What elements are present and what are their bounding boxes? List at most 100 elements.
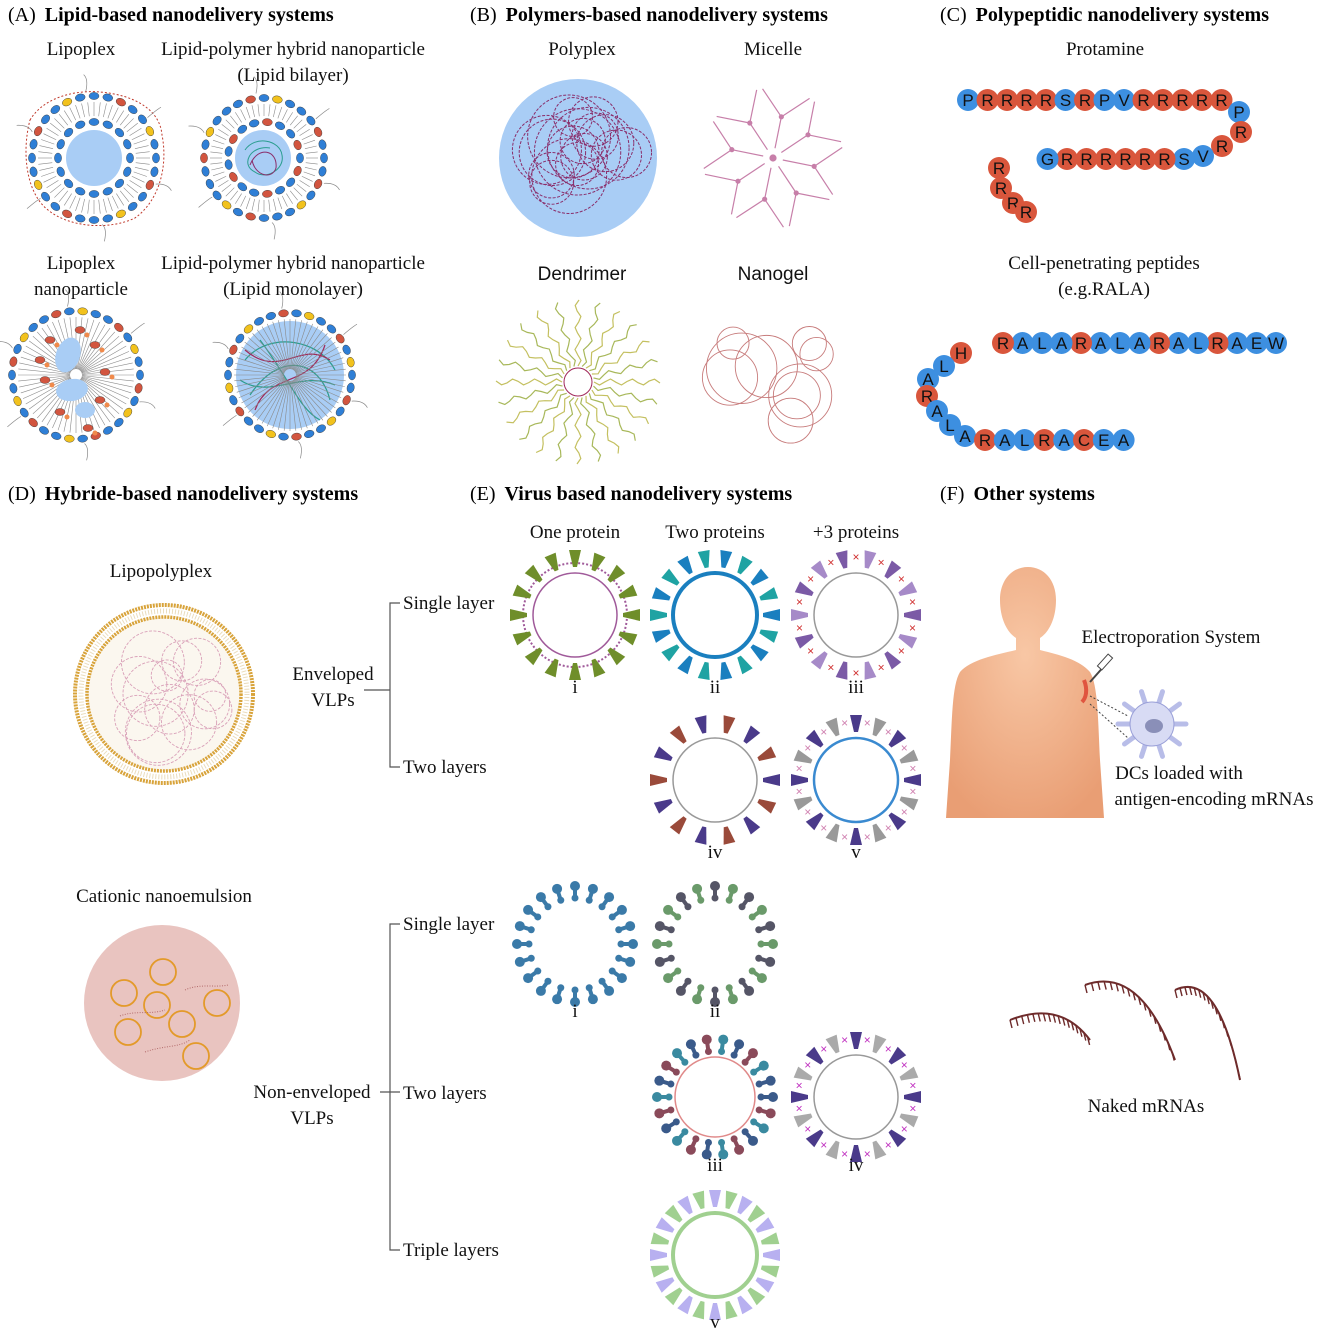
- rala-bead-5: [1167, 332, 1190, 354]
- dendrimer-arm-18: [574, 299, 582, 367]
- nanogel-coil-19: [701, 349, 759, 406]
- protamine-bead-7: [1093, 89, 1116, 111]
- cpp-label-line2: (e.g.RALA): [1058, 279, 1150, 300]
- protamine-bead-10: [1152, 89, 1174, 111]
- micelle-branch-2-0: [764, 198, 784, 228]
- nanogel-coil-10: [767, 397, 814, 444]
- panel-d-title: Hybride-based nanodelivery systems: [45, 483, 359, 505]
- svg-text:×: ×: [804, 1058, 811, 1072]
- lipopolyplex-coil-8: [161, 694, 218, 751]
- lipopolyplex-coil-15: [121, 630, 185, 695]
- protamine-letter-2: R: [1001, 91, 1013, 110]
- svg-text:×: ×: [807, 572, 814, 586]
- rala-letter-27: C: [1078, 431, 1090, 450]
- protamine-letter-18: S: [1178, 150, 1189, 169]
- svg-text:×: ×: [909, 762, 916, 776]
- nanogel-coil-11: [791, 326, 827, 362]
- lipopolyplex-coil-3: [122, 660, 189, 727]
- svg-text:×: ×: [878, 660, 885, 674]
- polyplex-coil-17: [568, 96, 619, 147]
- rala-bead-17: [917, 368, 939, 390]
- svg-text:×: ×: [820, 725, 827, 739]
- protamine-letter-8: V: [1118, 91, 1130, 110]
- protamine-bead-20: [1134, 148, 1156, 170]
- rala-bead-10: [1070, 332, 1092, 354]
- cpp-label-line1: Cell-penetrating peptides: [1008, 253, 1200, 274]
- rala-letter-11: A: [1056, 334, 1068, 353]
- vlp-env-iii: ××××××××××××××: [791, 550, 921, 680]
- protamine-letter-15: R: [1235, 123, 1247, 142]
- enveloped-two-layers: Two layers: [403, 757, 487, 778]
- protamine-letter-27: R: [995, 179, 1007, 198]
- protamine-letter-24: R: [1061, 150, 1073, 169]
- dendrimer-arm-0: [593, 378, 661, 386]
- protamine-letter-13: R: [1215, 91, 1227, 110]
- rala-bead-19: [926, 400, 948, 422]
- panel-a-heading: (A) Lipid-based nanodelivery systems: [8, 4, 334, 26]
- vlp-non-iii: [652, 1034, 778, 1160]
- svg-text:×: ×: [841, 716, 848, 730]
- protamine-letter-21: R: [1119, 150, 1131, 169]
- hybrid-bilayer-shell: [188, 76, 340, 240]
- protamine-bead-9: [1132, 89, 1155, 111]
- rala-letter-3: R: [1211, 334, 1223, 353]
- dendrimer-arm-23: [593, 358, 658, 380]
- micelle-arm-0: [782, 159, 815, 167]
- panel-c-prefix: (C): [940, 4, 967, 26]
- svg-text:×: ×: [827, 556, 834, 570]
- rala-bead-1: [1245, 332, 1268, 354]
- micelle-branch-3-0: [730, 181, 739, 215]
- rala-letter-25: R: [1038, 431, 1050, 450]
- svg-text:×: ×: [898, 644, 905, 658]
- enveloped-single-layer: Single layer: [403, 593, 495, 614]
- protamine-bead-14: [1228, 101, 1250, 123]
- syringe-icon: [1089, 653, 1114, 683]
- protamine-label: Protamine: [1066, 39, 1144, 60]
- dendrimer-arm-16: [536, 310, 571, 369]
- micelle-branch-6-0: [762, 88, 782, 118]
- micelle-branch-5-1: [749, 89, 758, 124]
- protamine-letter-12: R: [1196, 91, 1208, 110]
- rala-bead-7: [1128, 332, 1151, 354]
- svg-text:×: ×: [864, 830, 871, 844]
- svg-text:×: ×: [901, 1122, 908, 1136]
- lipoplex-np-core-1: [56, 378, 88, 402]
- protamine-bead-6: [1074, 89, 1096, 111]
- dendrimer-core: [563, 367, 593, 397]
- rala-letter-0: W: [1268, 334, 1284, 353]
- rala-bead-22: [974, 429, 996, 451]
- lipoplex-np-core-0: [55, 337, 81, 373]
- lipopolyplex-coil-9: [124, 698, 192, 766]
- dendrimer-arm-7: [555, 397, 575, 462]
- rala-bead-24: [1013, 429, 1036, 451]
- nanogel-label: Nanogel: [738, 264, 809, 285]
- svg-text:×: ×: [841, 1147, 848, 1161]
- rala-bead-23: [993, 429, 1016, 451]
- protamine-letter-17: V: [1197, 147, 1209, 166]
- svg-text:×: ×: [796, 595, 803, 609]
- rala-letter-12: L: [1037, 334, 1046, 353]
- non-numeral-ii: ii: [710, 1001, 721, 1022]
- svg-text:×: ×: [878, 556, 885, 570]
- lipoplex-np-lipid-4: [54, 408, 66, 416]
- rala-bead-27: [1073, 429, 1095, 451]
- protamine-letter-20: R: [1139, 150, 1151, 169]
- lipoplex-np-mrna-2: [49, 382, 55, 388]
- protamine-bead-24: [1056, 148, 1078, 170]
- rala-bead-28: [1092, 429, 1115, 451]
- env-numeral-i: i: [572, 677, 577, 698]
- vlp-env-v: ××××××××××××××××: [791, 715, 921, 845]
- svg-text:×: ×: [909, 1079, 916, 1093]
- polyplex-coil-1: [518, 118, 587, 187]
- svg-text:×: ×: [864, 716, 871, 730]
- mrna-backbone-1: [1084, 980, 1176, 1061]
- non-numeral-iii: iii: [707, 1155, 723, 1176]
- lipopolyplex-coil-13: [150, 659, 183, 692]
- dotted-pointer-lines: [1089, 695, 1129, 739]
- micelle-core: [769, 154, 777, 162]
- panel-f: (F) Other systems Electroporation System…: [940, 483, 1313, 1117]
- vlp-env-ii: [650, 549, 780, 681]
- lipopolyplex-coil-21: [110, 656, 168, 713]
- panel-d-prefix: (D): [8, 483, 36, 505]
- svg-text:×: ×: [820, 821, 827, 835]
